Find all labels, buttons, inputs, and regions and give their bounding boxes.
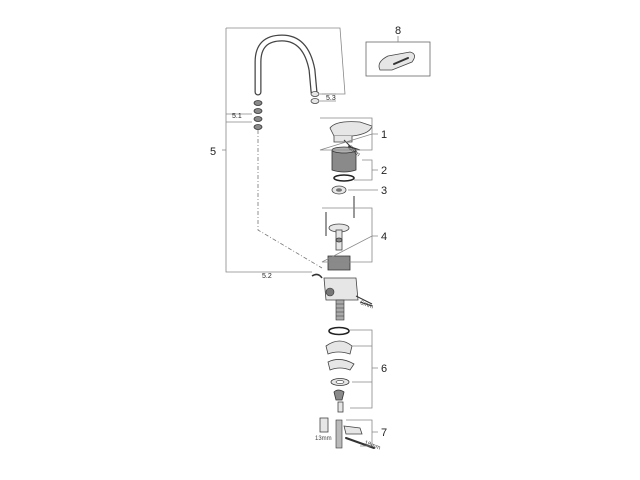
tool-note-13mm: 13mm	[315, 436, 332, 442]
spout	[253, 34, 320, 130]
tool-note-5mm: 5mm	[359, 300, 374, 310]
callout-5: 5	[210, 146, 216, 158]
callout-2: 2	[381, 165, 387, 177]
callout-8: 8	[395, 25, 401, 37]
leader-5-1	[226, 113, 252, 123]
part-3-nut	[331, 185, 347, 195]
leader-lines	[319, 117, 378, 447]
callout-5-3: 5.3	[326, 95, 336, 102]
part-8-box	[365, 36, 431, 77]
callout-5-1: 5.1	[232, 113, 242, 120]
part-4-cartridge	[325, 196, 355, 271]
part-6-mounting-kit	[325, 326, 355, 413]
callout-3: 3	[381, 185, 387, 197]
callout-4: 4	[381, 231, 387, 243]
faucet-body	[311, 273, 373, 321]
callout-5-2: 5.2	[262, 273, 272, 280]
tool-note-18mm: 18mm	[363, 440, 381, 451]
callout-1: 1	[381, 129, 387, 141]
callout-7: 7	[381, 427, 387, 439]
spout-axis-line	[257, 130, 323, 269]
callouts: 8 1 2 3 4 5 5.1 5.2 5.3 6 7	[210, 25, 401, 439]
callout-6: 6	[381, 363, 387, 375]
leader-5-3	[320, 93, 336, 102]
